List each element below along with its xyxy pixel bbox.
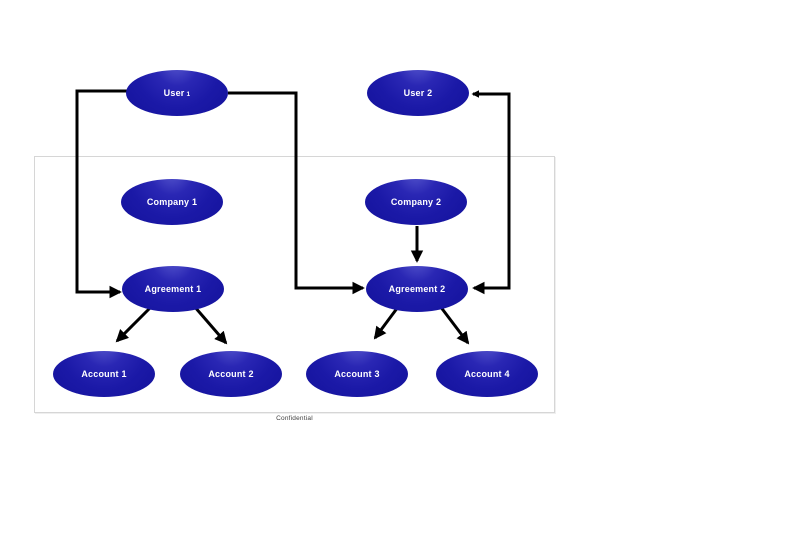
node-user2-label: User 2 bbox=[403, 88, 433, 98]
node-account4-label: Account 4 bbox=[464, 369, 510, 379]
node-account1[interactable]: Account 1 bbox=[53, 351, 155, 397]
node-company2[interactable]: Company 2 bbox=[365, 179, 467, 225]
node-agreement1[interactable]: Agreement 1 bbox=[122, 266, 224, 312]
node-agreement1-label: Agreement 1 bbox=[144, 284, 202, 294]
node-agreement2[interactable]: Agreement 2 bbox=[366, 266, 468, 312]
edge-agreement1-to-account1-arrow bbox=[115, 304, 154, 343]
node-company2-label: Company 2 bbox=[390, 197, 442, 207]
node-company1[interactable]: Company 1 bbox=[121, 179, 223, 225]
node-account3[interactable]: Account 3 bbox=[306, 351, 408, 397]
edge-agreement2-to-account3-arrow bbox=[373, 306, 400, 340]
confidential-watermark: Confidential bbox=[276, 415, 313, 422]
node-user2[interactable]: User 2 bbox=[367, 70, 469, 116]
node-account1-label: Account 1 bbox=[81, 369, 127, 379]
edge-agreement2-to-account4-arrow bbox=[438, 305, 470, 345]
edge-agreement1-to-account2-arrow bbox=[192, 305, 228, 345]
node-agreement2-label: Agreement 2 bbox=[388, 284, 446, 294]
edge-user1-to-agreement2-arrow bbox=[228, 91, 365, 295]
node-account4[interactable]: Account 4 bbox=[436, 351, 538, 397]
edge-user2-to-agreement2-arrow bbox=[471, 90, 511, 295]
node-company1-label: Company 1 bbox=[146, 197, 198, 207]
node-account2[interactable]: Account 2 bbox=[180, 351, 282, 397]
node-account3-label: Account 3 bbox=[334, 369, 380, 379]
node-account2-label: Account 2 bbox=[208, 369, 254, 379]
edge-user1-to-agreement1-arrow bbox=[75, 89, 128, 299]
